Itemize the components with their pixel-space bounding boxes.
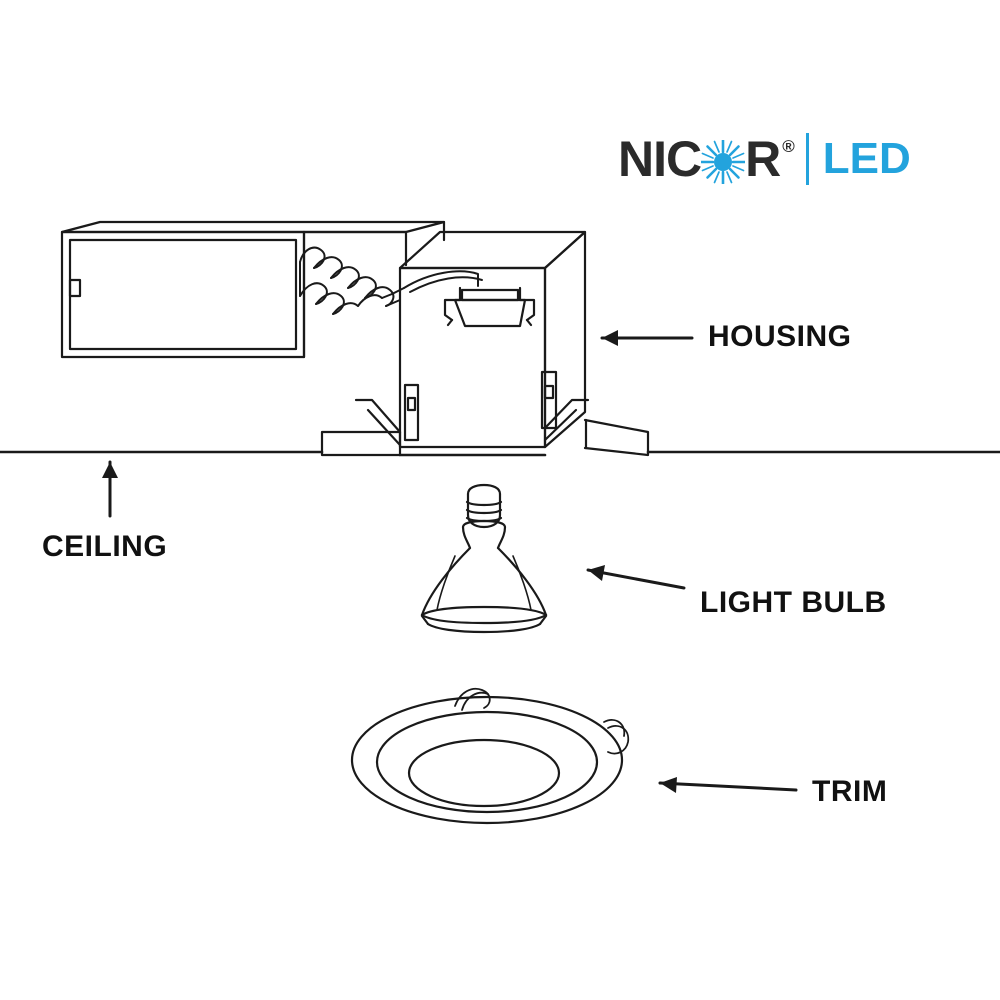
nicor-led-logo: NIC <box>618 128 911 190</box>
arrow-ceiling <box>102 460 118 518</box>
label-light-bulb: LIGHT BULB <box>700 586 887 619</box>
arrow-housing <box>600 330 694 346</box>
registered-trademark-mark: ® <box>782 137 794 156</box>
ceiling-line-part <box>0 450 1000 457</box>
logo-divider <box>805 133 809 185</box>
label-trim: TRIM <box>812 775 888 808</box>
housing-can-part <box>398 230 587 449</box>
logo-text-r: R <box>745 131 781 187</box>
trim-ring-part <box>350 687 630 825</box>
junction-box-part <box>60 220 446 359</box>
logo-text-nic: NIC <box>618 131 702 187</box>
arrow-light-bulb <box>586 565 686 590</box>
logo-led-text: LED <box>822 134 911 183</box>
light-bulb-part <box>420 483 548 634</box>
star-burst-icon <box>701 134 746 184</box>
label-housing: HOUSING <box>708 320 852 353</box>
logo-wordmark: NIC <box>618 131 795 187</box>
flexible-conduit-part <box>299 246 405 315</box>
arrow-trim <box>658 777 798 793</box>
label-ceiling: CEILING <box>42 530 168 563</box>
mounting-bars-part <box>320 398 650 457</box>
